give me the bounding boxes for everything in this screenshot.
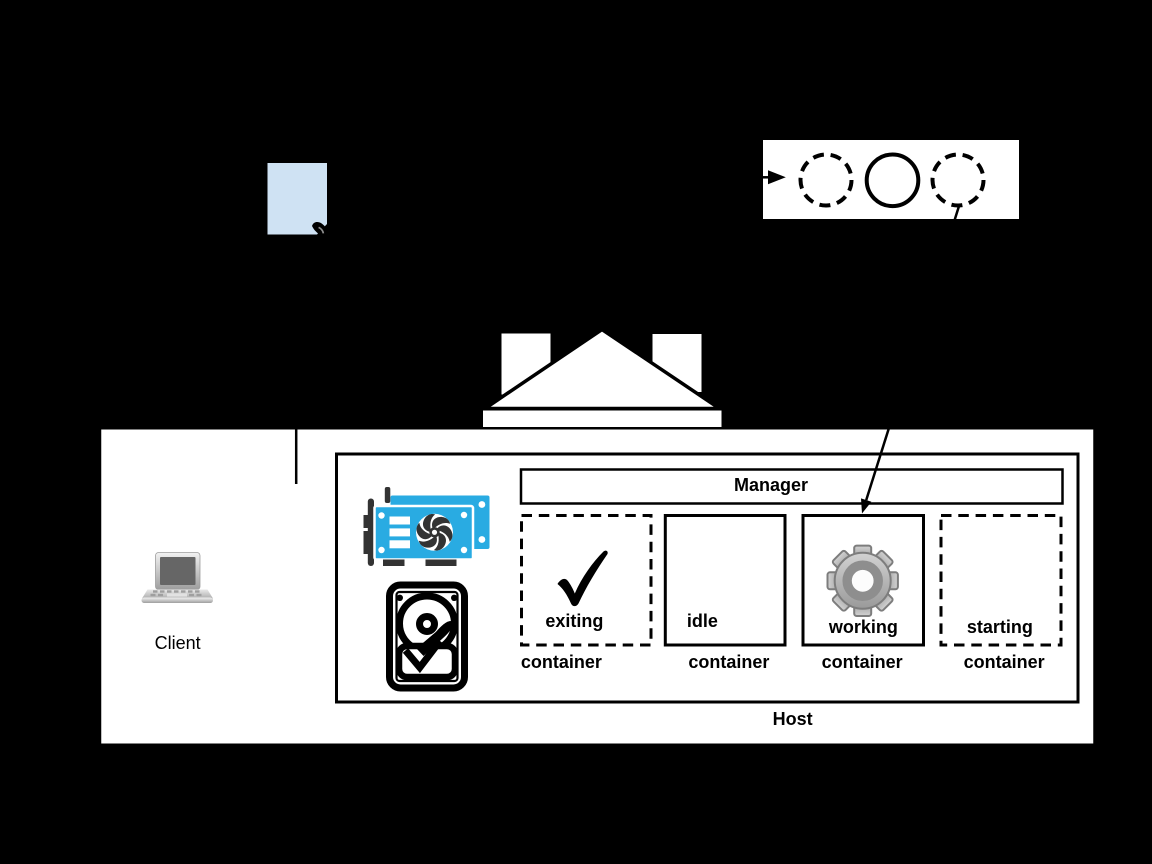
hard-disk-icon (386, 581, 468, 692)
arrow-right-icon (768, 170, 786, 185)
note-icon (267, 163, 330, 238)
container-state-exiting: exiting (545, 610, 604, 631)
host-label: Host (772, 708, 813, 729)
container-state-working: working (828, 617, 898, 638)
pool-box (755, 140, 1019, 219)
pool-to-working-arrow (861, 204, 961, 514)
manager-bar (519, 468, 1064, 505)
gear-icon (826, 544, 899, 617)
container-state-idle: idle (686, 610, 718, 631)
manager-label: Manager (733, 474, 809, 495)
container-state-starting: starting (966, 617, 1033, 638)
container-box-starting (939, 514, 1063, 647)
container-noun-idle: container (688, 652, 770, 673)
container-box-idle (663, 514, 787, 647)
client-label: Client (154, 632, 201, 653)
container-noun-starting: container (963, 652, 1045, 673)
laptop-icon (141, 552, 213, 603)
container-noun-working: container (821, 652, 903, 673)
gpu-icon (363, 487, 490, 566)
container-noun-exiting: container (520, 652, 602, 673)
dashed-circle-icon (798, 152, 854, 208)
building-pediment-icon (479, 327, 726, 427)
solid-circle-icon (864, 152, 921, 209)
check-mark-icon (557, 550, 608, 607)
